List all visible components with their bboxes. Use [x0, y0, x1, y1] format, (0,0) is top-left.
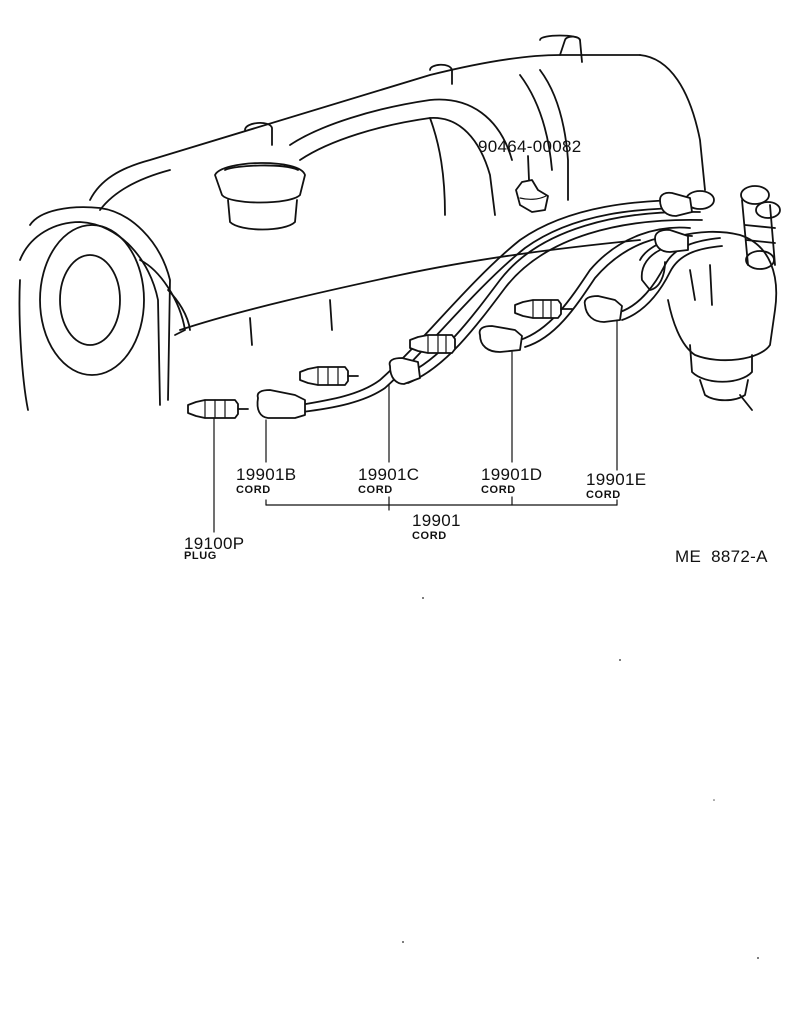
cord-set-part-number: 19901: [412, 511, 461, 530]
cord-d-part-number: 19901D: [481, 465, 543, 484]
engine-head-drawing: [18, 34, 706, 411]
plug-part-name: PLUG: [184, 550, 217, 562]
cord-set-part-name: CORD: [412, 530, 447, 542]
diagram-code: ME 8872-A: [675, 547, 768, 566]
ignition-cords-drawing: [256, 191, 723, 419]
cord-d-part-name: CORD: [481, 484, 516, 496]
cord-c-part-number: 19901C: [358, 465, 420, 484]
spark-plugs-drawing: [187, 299, 573, 419]
callout-lines: [213, 319, 618, 533]
cord-clamp-drawing: [515, 155, 549, 213]
cord-e-part-number: 19901E: [586, 470, 647, 489]
cord-b-part-number: 19901B: [236, 465, 297, 484]
cord-b-part-name: CORD: [236, 484, 271, 496]
cord-c-part-name: CORD: [358, 484, 393, 496]
plug-part-number: 19100P: [184, 534, 245, 553]
cord-e-part-name: CORD: [586, 489, 621, 501]
clamp-part-number: 90464-00082: [478, 137, 582, 156]
distributor-drawing: [639, 185, 781, 411]
scan-specks: [402, 597, 759, 959]
